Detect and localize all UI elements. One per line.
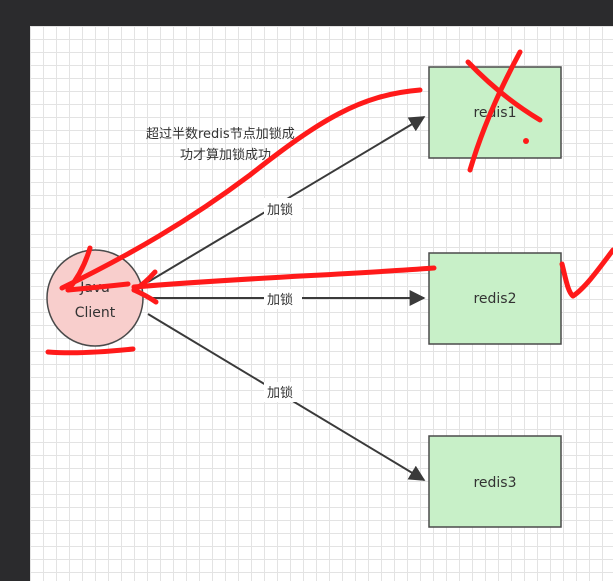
red-arrow-from-redis1 (59, 87, 423, 291)
edge-label-redis3: 加锁 (267, 385, 293, 401)
red-dot-icon (523, 138, 529, 144)
redis1-node: redis1 (428, 66, 562, 159)
redis3-node: redis3 (428, 435, 562, 528)
annotation-line-2: 功才算加锁成功 (180, 147, 271, 163)
red-x-mark-icon (467, 49, 523, 173)
annotation-line-1: 超过半数redis节点加锁成 (146, 126, 295, 142)
edge-label-redis2: 加锁 (267, 292, 293, 308)
client-node: Java Client (46, 249, 144, 347)
red-underline (45, 346, 136, 356)
red-check-mark-icon (559, 247, 613, 299)
red-arrow-from-redis2 (131, 265, 437, 290)
redis2-label: redis2 (473, 291, 516, 307)
edge-label-redis1: 加锁 (267, 202, 293, 218)
redis1-label: redis1 (473, 105, 516, 121)
client-label-line2: Client (75, 305, 116, 321)
red-ink-annotations (45, 49, 613, 356)
redis2-node: redis2 (428, 252, 562, 345)
redis3-label: redis3 (473, 475, 516, 491)
